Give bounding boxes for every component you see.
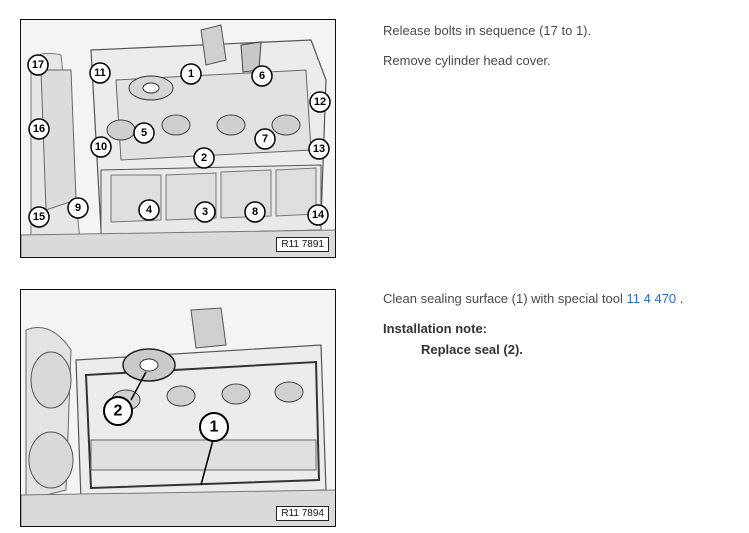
- figure-id-label: R11 7891: [276, 237, 329, 252]
- engine-illustration-2: 2 1: [21, 290, 335, 526]
- svg-text:1: 1: [210, 419, 219, 436]
- callout-7: 7: [254, 128, 276, 150]
- svg-text:5: 5: [141, 127, 147, 139]
- callout-17: 17: [27, 54, 49, 76]
- callout-2: 2: [193, 147, 215, 169]
- instruction-text-end: .: [676, 291, 684, 306]
- callout-2: 2: [103, 396, 133, 426]
- instruction-text: Clean sealing surface (1) with special t…: [383, 291, 627, 306]
- callout-11: 11: [89, 62, 111, 84]
- svg-text:10: 10: [95, 141, 107, 153]
- svg-text:2: 2: [114, 403, 123, 420]
- installation-note-label: Installation note:: [383, 321, 487, 336]
- svg-text:14: 14: [312, 209, 325, 221]
- callout-1: 1: [180, 63, 202, 85]
- svg-text:13: 13: [313, 143, 325, 155]
- special-tool-link[interactable]: 11 4 470: [626, 291, 677, 306]
- instruction-remove-cover: Remove cylinder head cover.: [383, 53, 551, 68]
- callout-5: 5: [133, 122, 155, 144]
- instruction-release-bolts: Release bolts in sequence (17 to 1).: [383, 23, 592, 38]
- svg-text:8: 8: [252, 206, 258, 218]
- svg-text:1: 1: [188, 68, 194, 80]
- callout-15: 15: [28, 206, 50, 228]
- installation-note-text: Replace seal (2).: [421, 342, 523, 357]
- instruction-clean-surface: Clean sealing surface (1) with special t…: [383, 291, 683, 307]
- svg-text:2: 2: [201, 152, 207, 164]
- svg-text:3: 3: [202, 206, 208, 218]
- svg-text:6: 6: [259, 70, 265, 82]
- svg-text:17: 17: [32, 59, 44, 71]
- svg-text:7: 7: [262, 133, 268, 145]
- callout-9: 9: [67, 197, 89, 219]
- callout-6: 6: [251, 65, 273, 87]
- svg-text:15: 15: [33, 211, 45, 223]
- callout-1: 1: [199, 412, 229, 442]
- callout-14: 14: [307, 204, 329, 226]
- callout-4: 4: [138, 199, 160, 221]
- figure-sealing-surface: 2 1 R11 7894: [20, 289, 336, 527]
- callout-8: 8: [244, 201, 266, 223]
- svg-text:12: 12: [314, 96, 326, 108]
- callout-16: 16: [28, 118, 50, 140]
- callout-12: 12: [309, 91, 331, 113]
- engine-illustration-1: 17 11 1 6 12 16 5 7 10 13 2 15 9 4 3 8 1…: [21, 20, 335, 257]
- callout-13: 13: [308, 138, 330, 160]
- figure-bolt-sequence: 17 11 1 6 12 16 5 7 10 13 2 15 9 4 3 8 1…: [20, 19, 336, 258]
- svg-text:16: 16: [33, 123, 45, 135]
- callout-3: 3: [194, 201, 216, 223]
- svg-text:4: 4: [146, 204, 153, 216]
- callout-10: 10: [90, 136, 112, 158]
- svg-text:9: 9: [75, 202, 81, 214]
- svg-text:11: 11: [94, 67, 106, 79]
- figure-id-label: R11 7894: [276, 506, 329, 521]
